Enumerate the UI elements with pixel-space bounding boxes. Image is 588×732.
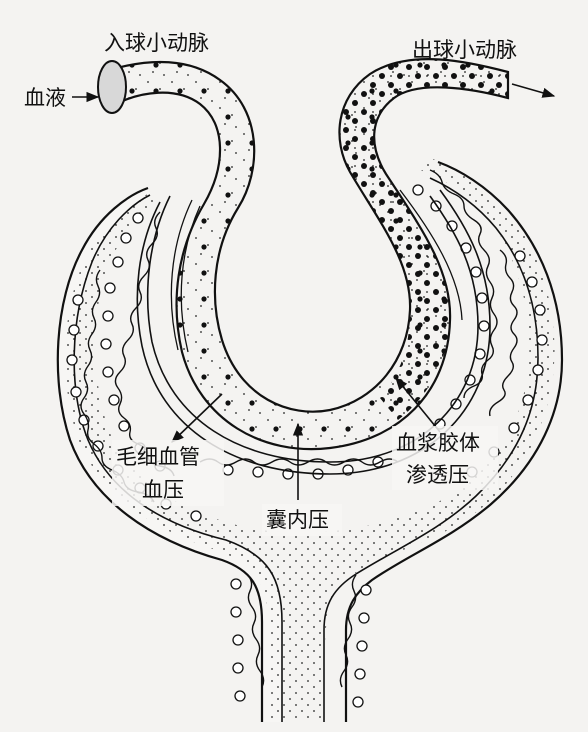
capsule-pressure-label: 囊内压 bbox=[266, 508, 329, 532]
capillary-inner-layer-4 bbox=[180, 205, 201, 353]
wavy-tubule-right bbox=[339, 574, 357, 688]
cell-circle bbox=[470, 266, 482, 278]
cell-circle bbox=[102, 366, 114, 378]
cell-circle bbox=[70, 386, 82, 398]
cell-circle bbox=[104, 282, 116, 294]
cell-circle bbox=[476, 292, 488, 304]
oncotic-pressure-label-line1: 血浆胶体 bbox=[396, 431, 480, 455]
cell-circle bbox=[532, 364, 544, 376]
capillary-pressure-label-line2: 血压 bbox=[142, 478, 184, 502]
cell-circle bbox=[230, 606, 242, 618]
cell-circle bbox=[232, 634, 244, 646]
afferent-arteriole-label: 入球小动脉 bbox=[104, 31, 209, 55]
cell-circle bbox=[66, 354, 78, 366]
cell-circle bbox=[234, 690, 246, 702]
wavy-membrane-right bbox=[429, 169, 498, 399]
cell-circle bbox=[232, 662, 244, 674]
cell-circle bbox=[360, 584, 372, 596]
cell-circle bbox=[230, 578, 242, 590]
cell-circle bbox=[508, 422, 520, 434]
cell-circle bbox=[100, 338, 112, 350]
cell-circle bbox=[108, 394, 120, 406]
blood-outflow-arrow bbox=[511, 83, 556, 98]
cell-circle bbox=[190, 510, 202, 522]
oncotic-pressure-label-line2: 渗透压 bbox=[406, 463, 469, 487]
cell-circle bbox=[102, 310, 114, 322]
cell-circle bbox=[536, 334, 548, 346]
cell-circle bbox=[222, 464, 234, 476]
oncotic-pressure-arrow bbox=[395, 377, 441, 433]
cell-circle bbox=[352, 696, 364, 708]
wavy-tubule-left bbox=[247, 574, 265, 688]
capillary-inner-layer-5 bbox=[399, 189, 463, 321]
capsule-space bbox=[65, 158, 555, 722]
capsule-inner-wall-left bbox=[73, 194, 283, 722]
cell-circle bbox=[514, 250, 526, 262]
blood-label: 血液 bbox=[24, 86, 66, 110]
efferent-arteriole-label: 出球小动脉 bbox=[412, 38, 517, 62]
cell-circle bbox=[356, 640, 368, 652]
afferent-opening bbox=[97, 60, 127, 114]
capsule-cells bbox=[66, 184, 548, 708]
capsule-outline-left bbox=[56, 186, 264, 722]
capillary-inner-layer-2 bbox=[136, 189, 491, 475]
capillary-pressure-label-line1: 毛细血管 bbox=[116, 445, 200, 469]
capillary-pressure-arrow bbox=[171, 393, 223, 443]
capillary-inner-layer bbox=[146, 195, 479, 463]
cell-circle bbox=[450, 398, 462, 410]
cell-circle bbox=[412, 184, 424, 196]
cell-circle bbox=[372, 456, 384, 468]
wavy-membrane-left bbox=[114, 211, 175, 477]
cell-circle bbox=[72, 294, 84, 306]
cell-circle bbox=[120, 232, 132, 244]
cell-circle bbox=[252, 466, 264, 478]
wavy-membrane-outer-right bbox=[488, 249, 518, 417]
capsule-inner-wall-right bbox=[323, 177, 539, 722]
capillary-inner-layer-3 bbox=[170, 199, 193, 351]
cell-circle bbox=[478, 320, 490, 332]
capillary-tube-body bbox=[108, 58, 510, 451]
cell-circle bbox=[132, 212, 144, 224]
capsule-outline-right bbox=[344, 160, 564, 722]
cell-circle bbox=[118, 420, 130, 432]
cell-circle bbox=[534, 304, 546, 316]
cell-circle bbox=[68, 324, 80, 336]
cell-circle bbox=[92, 440, 104, 452]
cell-circle bbox=[522, 394, 534, 406]
cell-circle bbox=[354, 668, 366, 680]
cell-circle bbox=[112, 256, 124, 268]
cell-circle bbox=[358, 612, 370, 624]
efferent-dense-blood bbox=[339, 59, 508, 420]
cell-circle bbox=[526, 276, 538, 288]
